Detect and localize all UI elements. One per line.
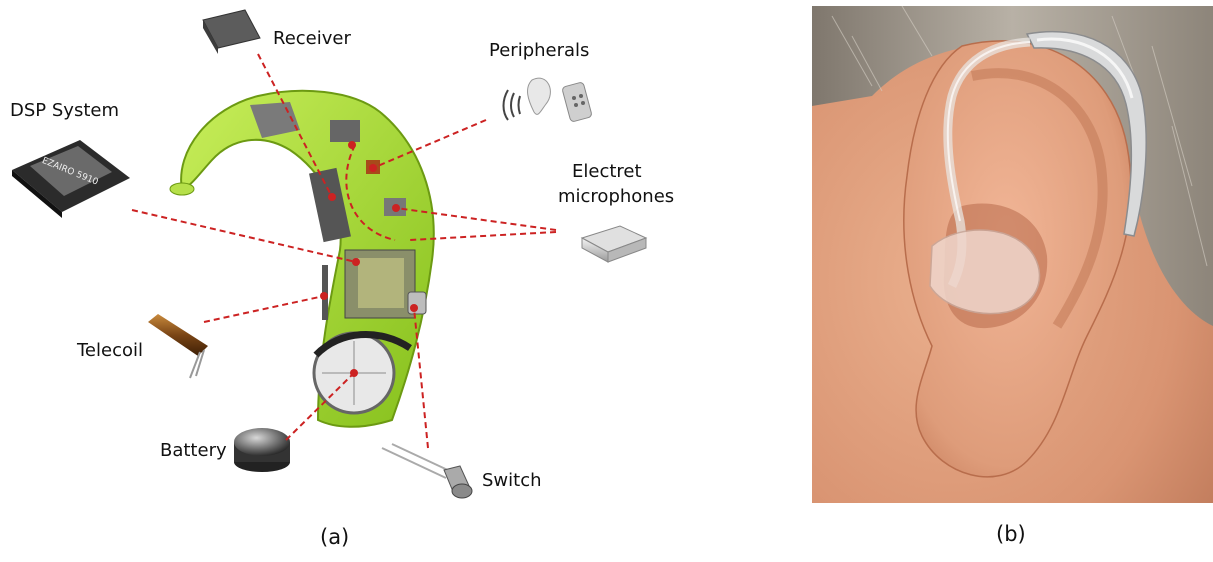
receiver-component bbox=[203, 10, 260, 54]
label-electret-line2: microphones bbox=[558, 186, 674, 207]
earmold bbox=[930, 230, 1040, 314]
caption-b: (b) bbox=[996, 522, 1026, 546]
electret-microphone-component bbox=[582, 226, 646, 262]
telecoil-component bbox=[148, 314, 208, 378]
caption-a: (a) bbox=[320, 525, 349, 549]
peripherals-icons bbox=[504, 78, 593, 122]
panel-b-ear-photo bbox=[812, 6, 1213, 503]
dsp-chip-component: EZAIRO 5910 bbox=[12, 140, 130, 218]
label-telecoil: Telecoil bbox=[77, 340, 143, 361]
label-battery: Battery bbox=[160, 440, 227, 461]
panel-a-exploded-diagram: EZAIRO 5910 bbox=[0, 0, 790, 558]
switch-component bbox=[382, 444, 472, 498]
label-dsp-system: DSP System bbox=[10, 100, 119, 121]
label-electret-line1: Electret bbox=[572, 161, 642, 182]
battery-component bbox=[234, 428, 290, 472]
hearing-aid-housing bbox=[170, 91, 434, 427]
label-receiver: Receiver bbox=[273, 28, 351, 49]
label-peripherals: Peripherals bbox=[489, 40, 589, 61]
ear-photo-svg bbox=[812, 6, 1213, 503]
label-switch: Switch bbox=[482, 470, 542, 491]
diagram-svg: EZAIRO 5910 bbox=[0, 0, 790, 558]
leader-telecoil bbox=[204, 296, 324, 322]
